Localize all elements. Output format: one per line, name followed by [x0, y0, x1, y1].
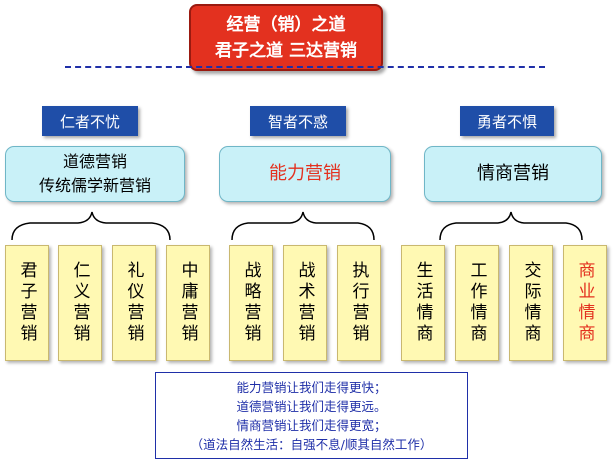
leaf-label: 商业情商 — [574, 261, 595, 345]
note-line-4: （道法自然生活：自强不息/顺其自然工作） — [190, 436, 433, 452]
leaf-label: 战略营销 — [240, 261, 261, 345]
title-line-2: 君子之道 三达营销 — [215, 40, 357, 61]
bracket-right — [439, 211, 583, 241]
group-ren-line-1: 道德营销 — [62, 152, 127, 171]
note-line-2: 道德营销让我们走得更远。 — [236, 398, 387, 414]
group-ren-line-2: 传统儒学新营销 — [38, 176, 151, 195]
note-box: 能力营销让我们走得更快； 道德营销让我们走得更远。 情商营销让我们走得更宽； （… — [155, 372, 468, 459]
leaf-zhixing: 执行营销 — [337, 245, 381, 361]
category-label-yong: 勇者不惧 — [460, 106, 554, 136]
title-box: 经营（销）之道 君子之道 三达营销 — [189, 4, 383, 71]
leaf-label: 礼仪营销 — [123, 261, 144, 345]
leaf-jiaoji: 交际情商 — [509, 245, 553, 361]
note-line-3: 情商营销让我们走得更宽； — [236, 417, 387, 433]
leaf-renyi: 仁义营销 — [58, 245, 102, 361]
group-box-yong: 情商营销 — [424, 146, 602, 202]
leaf-label: 生活情商 — [412, 261, 433, 345]
group-yong-label: 情商营销 — [477, 163, 549, 184]
leaf-label: 中庸营销 — [177, 261, 198, 345]
title-line-1: 经营（销）之道 — [226, 14, 346, 35]
leaf-shangye: 商业情商 — [563, 245, 607, 361]
dashed-divider — [65, 66, 545, 68]
leaf-junzi: 君子营销 — [5, 245, 49, 361]
leaf-label: 君子营销 — [16, 261, 37, 345]
leaf-label: 执行营销 — [348, 261, 369, 345]
category-label-ren: 仁者不忧 — [42, 106, 138, 136]
leaf-label: 交际情商 — [520, 261, 541, 345]
leaf-label: 战术营销 — [294, 261, 315, 345]
group-box-ren: 道德营销 传统儒学新营销 — [5, 146, 185, 202]
leaf-label: 工作情商 — [466, 261, 487, 345]
leaf-zhongyong: 中庸营销 — [166, 245, 210, 361]
leaf-label: 仁义营销 — [69, 261, 90, 345]
group-zhi-label: 能力营销 — [269, 163, 341, 184]
bracket-middle — [231, 211, 375, 241]
leaf-zhanlue: 战略营销 — [229, 245, 273, 361]
leaf-liyi: 礼仪营销 — [112, 245, 156, 361]
bracket-left — [11, 211, 171, 241]
group-box-zhi: 能力营销 — [219, 146, 391, 202]
leaf-zhanshu: 战术营销 — [283, 245, 327, 361]
category-label-zhi: 智者不惑 — [250, 106, 346, 136]
note-line-1: 能力营销让我们走得更快； — [236, 379, 387, 395]
leaf-shenghuo: 生活情商 — [401, 245, 445, 361]
leaf-gongzuo: 工作情商 — [455, 245, 499, 361]
